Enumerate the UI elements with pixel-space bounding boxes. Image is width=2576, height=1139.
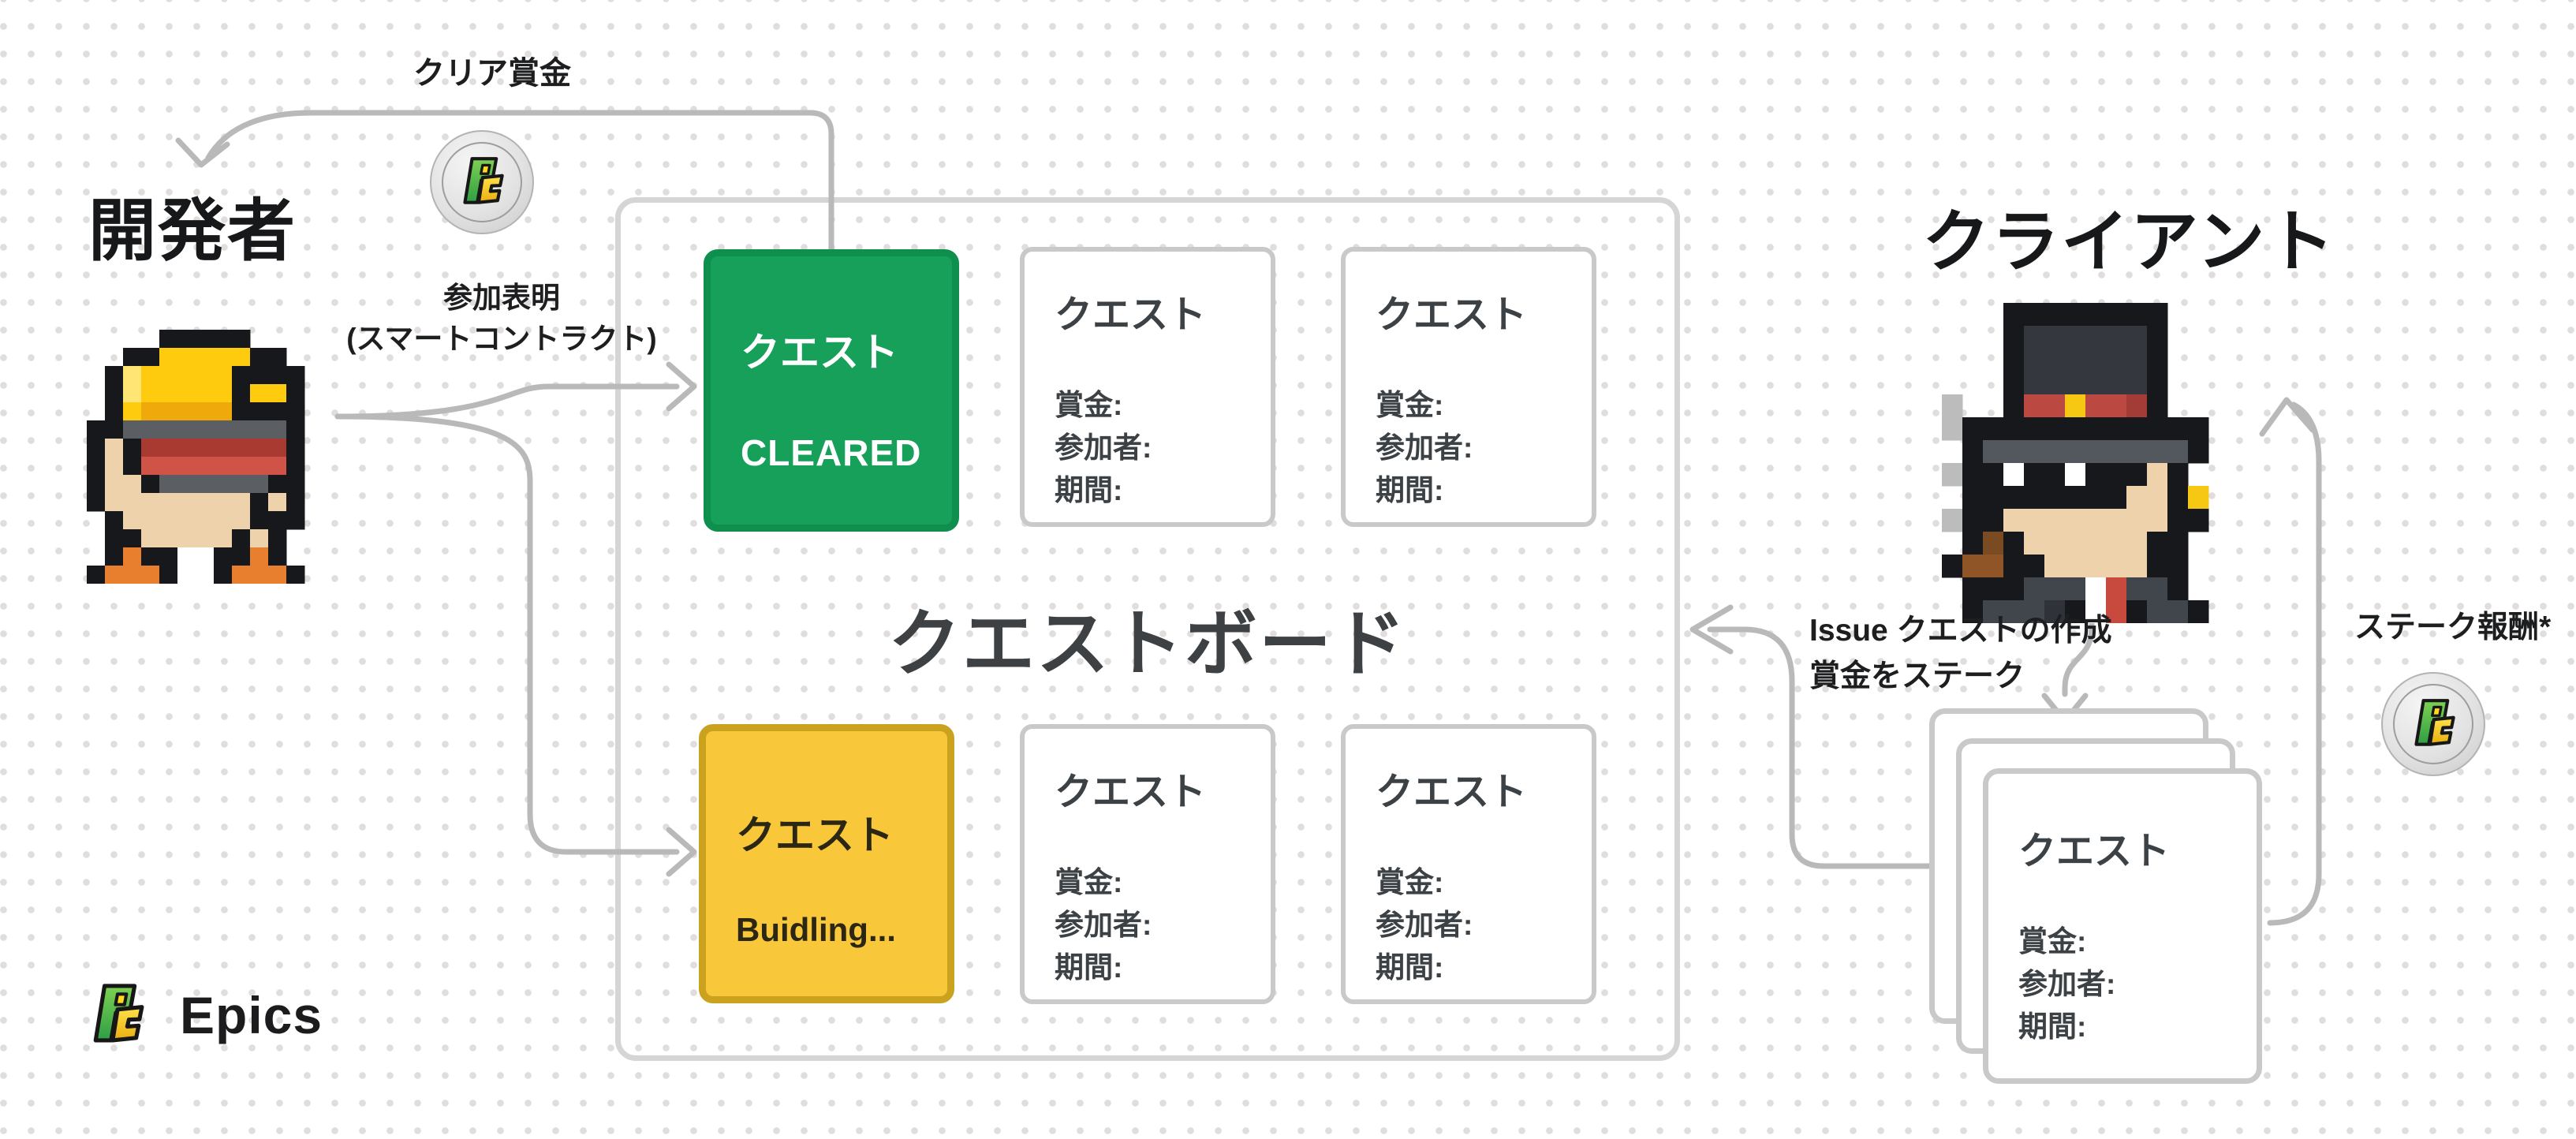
period-label: 期間: [1055,474,1123,506]
participants-label: 参加者: [1376,909,1473,941]
quest-card-status: Buidling... [736,911,896,948]
brand-footer: Epics [88,983,323,1048]
period-label: 期間: [1376,474,1444,506]
prize-label: 賞金: [1376,389,1444,421]
epics-coin-icon [2381,672,2485,776]
quest-card-cleared: クエスト CLEARED [704,249,959,532]
quest-card-status: CLEARED [741,432,922,473]
arrow-clear-reward [205,110,834,254]
clear-reward-label: クリア賞金 [413,56,571,91]
issue-quest-label-line1: Issue クエストの作成 [1809,614,2112,648]
participation-line2: (スマートコントラクト) [346,323,657,355]
quest-card-title: クエスト [1055,294,1207,336]
quest-card-open-1: クエスト 賞金: 参加者: 期間: [1020,247,1275,527]
arrowhead-dev-to-cleared [666,361,697,412]
arrow-dev-to-cleared [334,383,680,420]
participation-label: 参加表明 (スマートコントラクト) [336,278,667,360]
arrow-stack-to-client-reward [2267,401,2322,926]
period-label: 期間: [1055,951,1123,984]
arrowhead-dev-to-building [666,827,697,877]
prize-label: 賞金: [1055,866,1123,898]
quest-card-stack-front: クエスト 賞金: 参加者: 期間: [1983,768,2262,1084]
quest-card-title: クエスト [736,813,894,857]
participants-label: 参加者: [2018,968,2116,1000]
quest-card-meta: 賞金: 参加者: 期間: [1376,384,1473,512]
epics-logo-icon [2410,698,2456,750]
prize-label: 賞金: [1376,866,1444,898]
prize-label: 賞金: [1055,389,1123,421]
participants-label: 参加者: [1055,909,1152,941]
quest-card-title: クエスト [1376,771,1528,813]
client-title: クライアント [1922,204,2336,280]
quest-card-title: クエスト [1376,294,1528,336]
quest-card-open-3: クエスト 賞金: 参加者: 期間: [1020,724,1275,1004]
arrowhead-stack-to-board [1689,604,1734,655]
client-avatar [1942,303,2209,623]
epics-logo-icon [459,156,505,208]
arrow-dev-to-building [334,413,680,855]
period-label: 期間: [2018,1010,2087,1043]
participation-line1: 参加表明 [443,282,560,314]
participants-label: 参加者: [1376,431,1473,464]
arrow-client-to-stack [2062,581,2095,697]
brand-name: Epics [180,986,323,1044]
prize-label: 賞金: [2018,925,2087,958]
quest-card-meta: 賞金: 参加者: 期間: [1376,861,1473,989]
quest-card-meta: 賞金: 参加者: 期間: [1055,384,1152,512]
period-label: 期間: [1376,951,1444,984]
quest-card-title: クエスト [2018,831,2171,872]
arrow-stack-to-board [1707,626,1943,869]
quest-card-meta: 賞金: 参加者: 期間: [2018,921,2115,1048]
quest-board-title: クエストボード [887,604,1407,685]
quest-board [615,197,1680,1061]
quest-card-title: クエスト [1055,771,1207,813]
developer-title: 開発者 [88,193,297,269]
arrowhead-stack-to-client-reward [2259,397,2316,437]
issue-quest-label-line2: 賞金をステーク [1809,659,2025,693]
participants-label: 参加者: [1055,431,1152,464]
stake-reward-label: ステーク報酬* [2354,611,2552,644]
quest-card-title: クエスト [741,330,898,375]
developer-avatar [87,330,305,584]
quest-card-building: クエスト Buidling... [699,724,954,1003]
quest-card-open-4: クエスト 賞金: 参加者: 期間: [1341,724,1596,1004]
epics-logo-icon [88,983,145,1048]
quest-card-open-2: クエスト 賞金: 参加者: 期間: [1341,247,1596,527]
epics-coin-icon [430,130,534,234]
quest-card-meta: 賞金: 参加者: 期間: [1055,861,1152,989]
arrowhead-clear-reward [175,137,230,168]
